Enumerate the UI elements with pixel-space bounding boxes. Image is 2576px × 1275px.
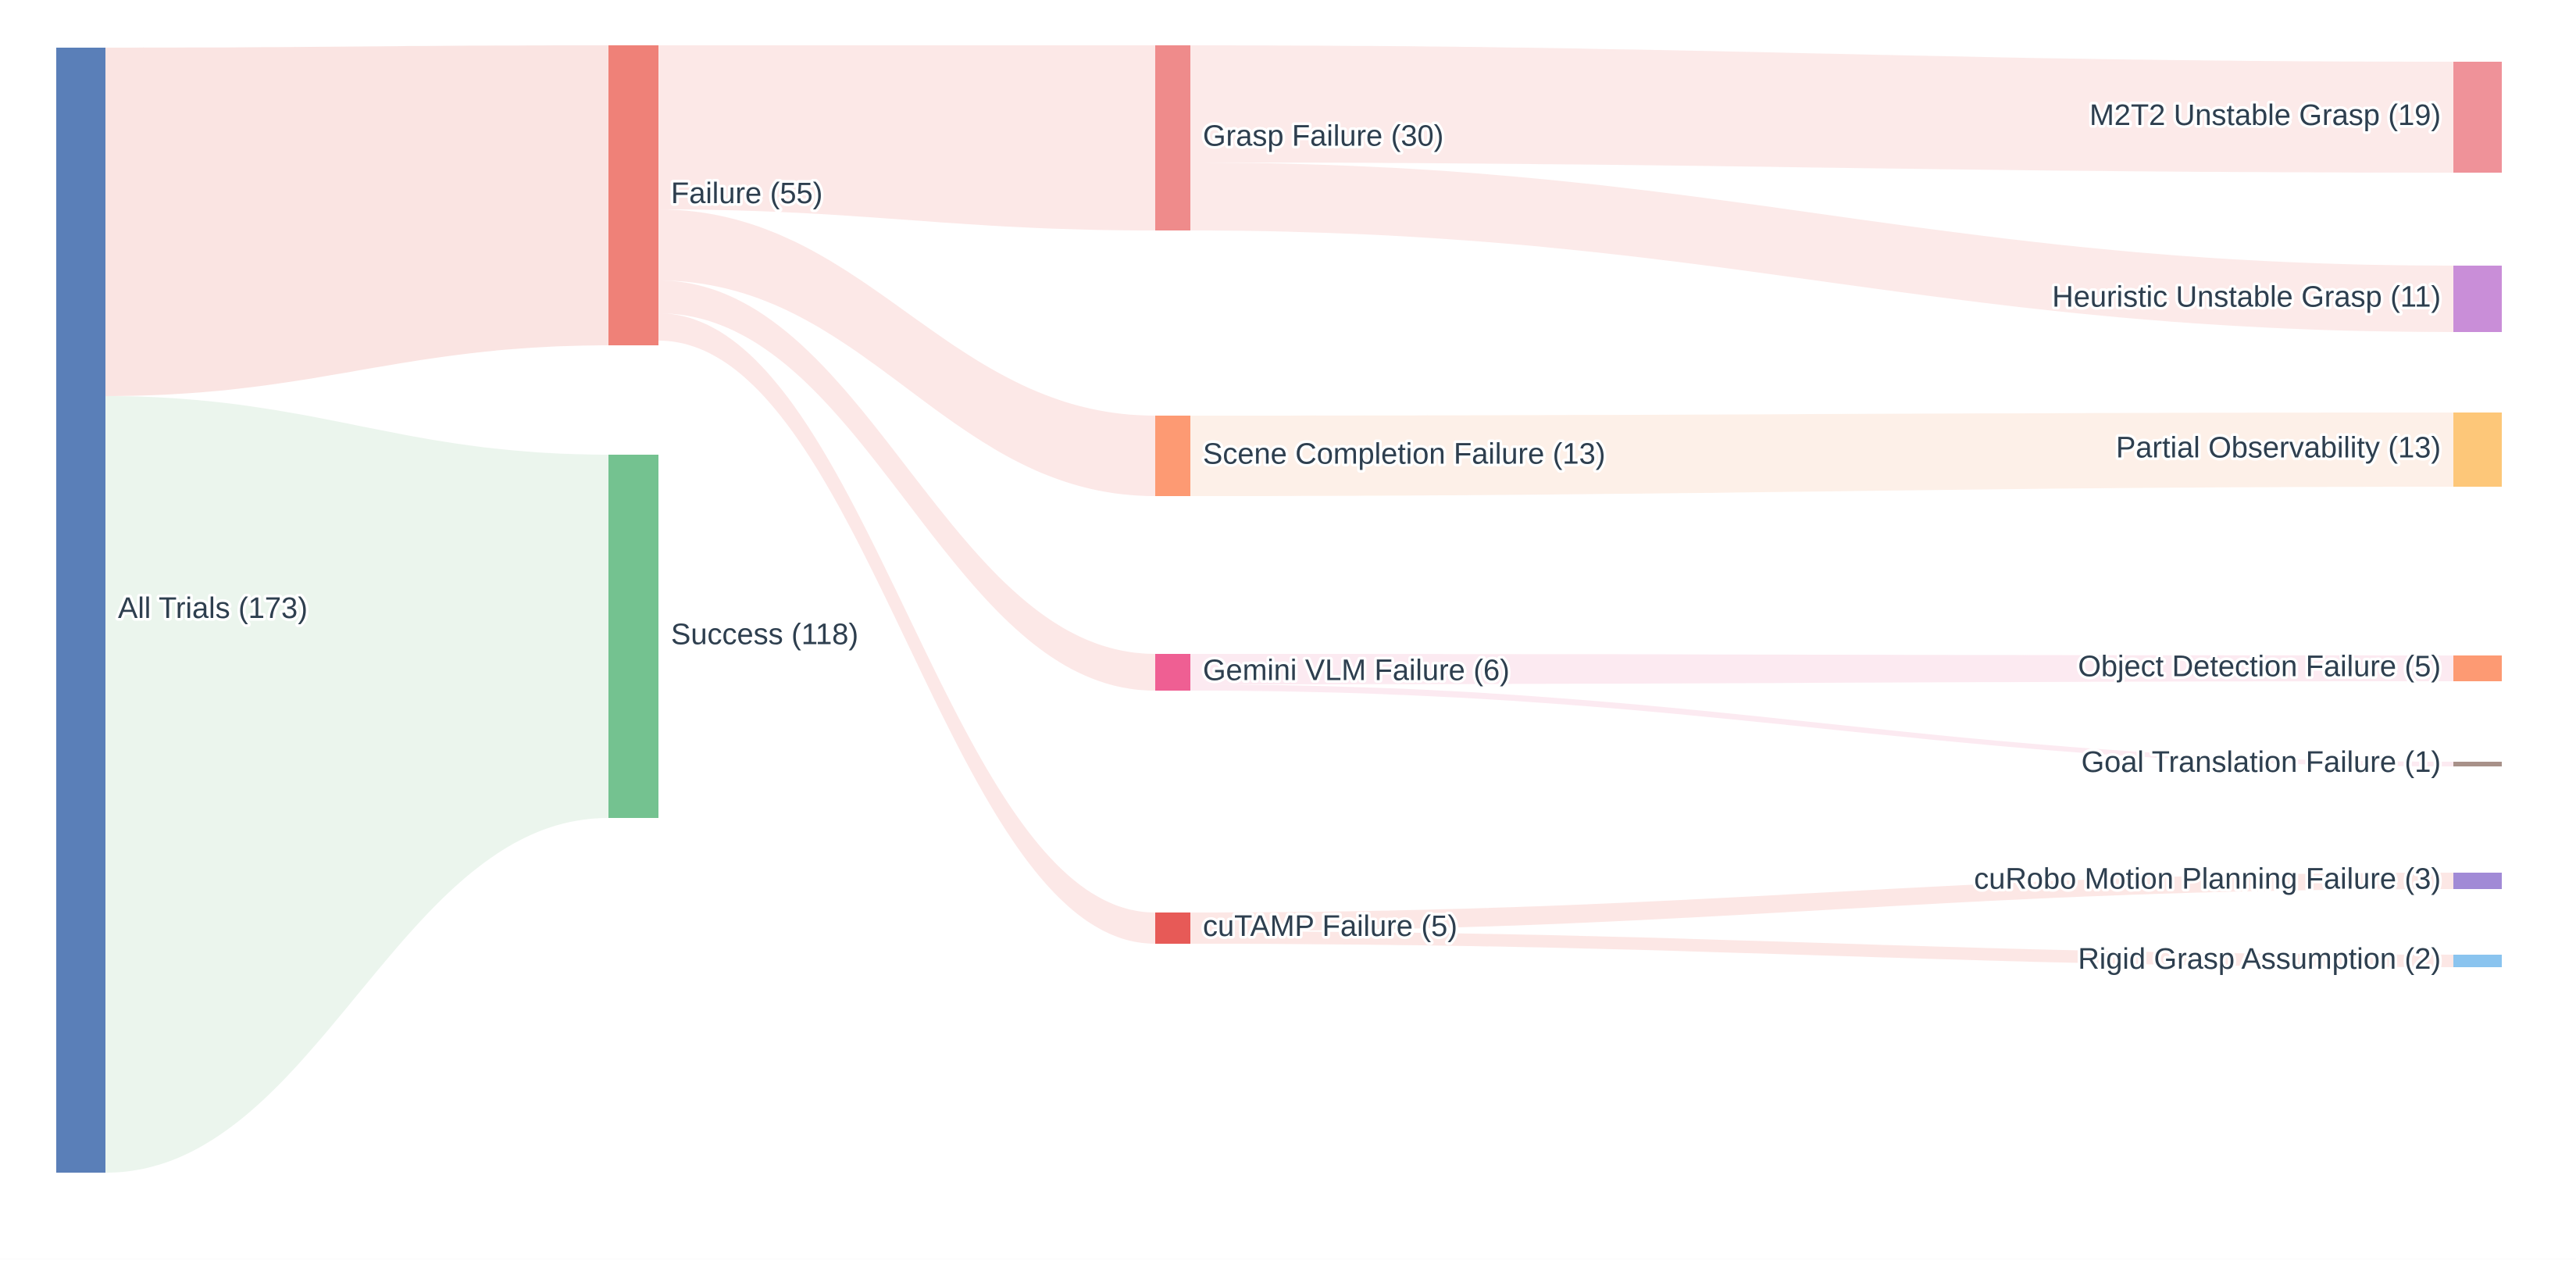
- sankey-link-gemini_vlm-to-goal_translation[interactable]: [1190, 684, 2453, 766]
- sankey-links-layer: [105, 45, 2453, 1173]
- sankey-link-all_trials-to-failure[interactable]: [105, 45, 608, 396]
- sankey-node-label-grasp_failure: Grasp Failure (30): [1203, 120, 1443, 153]
- sankey-link-grasp_failure-to-heuristic_unstable[interactable]: [1190, 162, 2453, 332]
- sankey-node-label-partial_obs: Partial Observability (13): [2116, 432, 2441, 465]
- sankey-link-failure-to-cutamp[interactable]: [658, 313, 1155, 944]
- sankey-node-label-curobo_motion: cuRobo Motion Planning Failure (3): [1974, 863, 2441, 896]
- sankey-node-all_trials[interactable]: [56, 48, 105, 1173]
- sankey-node-heuristic_unstable[interactable]: [2453, 266, 2502, 332]
- sankey-node-label-goal_translation: Goal Translation Failure (1): [2082, 746, 2441, 779]
- sankey-link-gemini_vlm-to-object_detection[interactable]: [1190, 654, 2453, 684]
- sankey-node-label-heuristic_unstable: Heuristic Unstable Grasp (11): [2052, 281, 2441, 314]
- sankey-node-label-failure: Failure (55): [671, 177, 822, 210]
- sankey-node-cutamp[interactable]: [1155, 912, 1190, 944]
- sankey-node-curobo_motion[interactable]: [2453, 873, 2502, 889]
- sankey-node-label-object_detection: Object Detection Failure (5): [2078, 651, 2441, 684]
- sankey-node-m2t2_unstable[interactable]: [2453, 62, 2502, 173]
- sankey-node-rigid_grasp[interactable]: [2453, 955, 2502, 967]
- sankey-node-label-cutamp: cuTAMP Failure (5): [1203, 910, 1457, 943]
- sankey-link-scene_completion-to-partial_obs[interactable]: [1190, 412, 2453, 496]
- sankey-link-cutamp-to-curobo_motion[interactable]: [1190, 873, 2453, 931]
- sankey-link-failure-to-scene_completion[interactable]: [658, 209, 1155, 496]
- sankey-node-label-scene_completion: Scene Completion Failure (13): [1203, 438, 1605, 471]
- sankey-node-partial_obs[interactable]: [2453, 412, 2502, 487]
- sankey-node-goal_translation[interactable]: [2453, 762, 2502, 766]
- sankey-node-label-m2t2_unstable: M2T2 Unstable Grasp (19): [2089, 99, 2441, 132]
- sankey-labels-layer: All Trials (173) Failure (55) Success (118…: [116, 97, 2444, 979]
- sankey-nodes-layer: [56, 45, 2502, 1173]
- sankey-node-label-all_trials: All Trials (173): [118, 592, 308, 625]
- sankey-node-label-rigid_grasp: Rigid Grasp Assumption (2): [2078, 943, 2441, 976]
- sankey-node-label-gemini_vlm: Gemini VLM Failure (6): [1203, 655, 1510, 688]
- sankey-node-scene_completion[interactable]: [1155, 416, 1190, 496]
- sankey-link-grasp_failure-to-m2t2_unstable[interactable]: [1190, 45, 2453, 173]
- sankey-node-failure[interactable]: [608, 45, 658, 345]
- sankey-node-label-success: Success (118): [671, 619, 858, 652]
- sankey-node-object_detection[interactable]: [2453, 655, 2502, 681]
- sankey-link-failure-to-gemini_vlm[interactable]: [658, 280, 1155, 691]
- sankey-link-cutamp-to-rigid_grasp[interactable]: [1190, 931, 2453, 967]
- sankey-link-failure-to-grasp_failure[interactable]: [658, 45, 1155, 230]
- sankey-link-all_trials-to-success[interactable]: [105, 396, 608, 1173]
- sankey-node-grasp_failure[interactable]: [1155, 45, 1190, 230]
- sankey-node-gemini_vlm[interactable]: [1155, 654, 1190, 691]
- sankey-node-success[interactable]: [608, 455, 658, 818]
